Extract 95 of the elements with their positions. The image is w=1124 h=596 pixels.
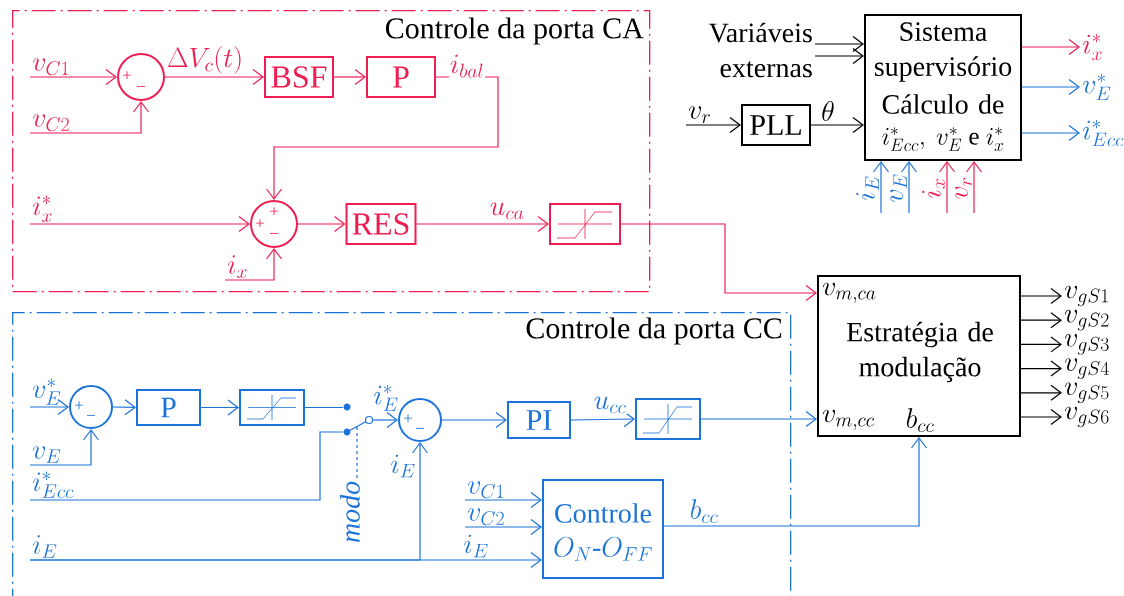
- arrow: [164, 68, 264, 86]
- block-box: PI: [507, 401, 571, 439]
- arrow: [814, 47, 864, 65]
- arrow: [1020, 360, 1062, 377]
- arrow: [29, 101, 150, 134]
- signal-label: Variáveis externas: [708, 22, 812, 78]
- edge-label: $\Delta V_c(t)$: [165, 45, 245, 75]
- edge-label: $\theta$: [820, 100, 836, 122]
- arrow: [965, 161, 983, 214]
- block-box: BSF: [264, 56, 334, 98]
- arrow: [297, 215, 346, 233]
- arrow: [1021, 124, 1080, 142]
- arrow: [464, 491, 542, 509]
- arrow: [810, 116, 864, 134]
- connector-line: [29, 431, 344, 501]
- signal-label: $i_x$: [922, 178, 945, 198]
- signal-label: $v_{gS3}$: [1064, 334, 1109, 355]
- arrow: [1020, 336, 1062, 353]
- signal-label: $v_E$: [32, 446, 61, 463]
- arrow: [200, 399, 239, 416]
- arrow: [938, 161, 956, 214]
- switch-drawing: [343, 403, 374, 481]
- arrow: [1021, 38, 1080, 56]
- arrow: [663, 437, 928, 527]
- arrow: [1021, 78, 1080, 96]
- signal-label: $v_{gS5}$: [1064, 382, 1109, 403]
- edge-label: $b_{cc}$: [688, 498, 720, 524]
- arrow: [1020, 312, 1062, 329]
- signal-label: $i_x^*$: [32, 195, 52, 222]
- block-box: P: [366, 56, 436, 98]
- signal-label: $v_r$: [688, 106, 710, 123]
- arrow: [224, 248, 283, 281]
- arrow: [1020, 384, 1062, 401]
- signal-label: $i_x^*$: [1082, 33, 1102, 61]
- port-label: $v_{m,ca}$: [822, 282, 876, 303]
- block-box: P: [136, 389, 201, 426]
- arrow: [29, 68, 117, 86]
- arrow: [1020, 408, 1062, 426]
- arrow: [685, 116, 741, 134]
- signal-label: $i_E$: [856, 176, 879, 200]
- block-box: RES: [345, 203, 417, 245]
- arrow: [333, 68, 366, 86]
- arrow: [441, 411, 507, 429]
- saturation-block: [635, 398, 701, 440]
- edge-label: $i_E$: [389, 453, 417, 479]
- summing-junction: + + −: [250, 200, 298, 248]
- summing-junction: + −: [69, 385, 113, 429]
- arrow: [1020, 287, 1062, 305]
- signal-label: $v_E$: [890, 174, 907, 202]
- arrow: [372, 411, 398, 429]
- signal-label: $v_{C1}$: [467, 481, 504, 499]
- connector-line: [304, 406, 344, 409]
- signal-label: $v_{gS4}$: [1064, 358, 1109, 379]
- edge-label: $i_E^*$: [372, 383, 400, 413]
- signal-label: $v_{gS6}$: [1064, 406, 1109, 428]
- mode-label: modo: [340, 481, 360, 543]
- arrow: [29, 429, 100, 466]
- arrow: [620, 223, 817, 302]
- summing-junction: + −: [117, 53, 165, 101]
- arrow: [900, 161, 918, 214]
- arrow: [29, 215, 250, 233]
- signal-label: $v_{gS2}$: [1064, 309, 1109, 331]
- edge-label: $i_{bal}$: [448, 53, 486, 79]
- edge-label: $u_{ca}$: [488, 201, 526, 221]
- signal-label: $v_{C2}$: [32, 114, 69, 132]
- summing-junction: + −: [398, 398, 442, 442]
- arrow: [464, 518, 542, 536]
- signal-label: $i_{Ecc}^*$: [1082, 119, 1124, 147]
- port-label: $b_{cc}$: [906, 408, 934, 432]
- saturation-block: [239, 389, 305, 426]
- block-box: PLL: [741, 104, 811, 146]
- signal-label: $v_E^*$: [32, 378, 61, 405]
- arrow: [29, 398, 69, 416]
- signal-label: $v_{C1}$: [32, 58, 69, 76]
- arrow: [700, 410, 817, 428]
- signal-label: $v_{gS1}$: [1064, 285, 1108, 307]
- signal-label: $v_E^*$: [1082, 73, 1111, 101]
- arrow: [814, 35, 864, 53]
- block-box: Sistema supervisório Cálculo de $i^*_{Ecc},\ v^*_E\ \mathrm{e}\ i^*_x$: [864, 14, 1022, 161]
- arrow: [415, 215, 549, 233]
- signal-label: $i_E$: [32, 535, 57, 558]
- signal-label: $v_{C2}$: [467, 508, 504, 526]
- edge-label: $u_{cc}$: [592, 395, 628, 415]
- signal-label: $i_{Ecc}^*$: [32, 471, 74, 498]
- arrow: [112, 399, 136, 416]
- arrow: [570, 411, 635, 428]
- block-box: Controle $O_N\mbox{-}O_{FF}$: [542, 479, 664, 579]
- arrow: [265, 76, 499, 200]
- saturation-block: [549, 203, 621, 245]
- arrow: [872, 161, 890, 214]
- edge-label: $i_E$: [462, 533, 490, 559]
- port-label: $v_{m,cc}$: [822, 409, 874, 430]
- signal-label: $i_x$: [227, 255, 247, 278]
- arrow: [29, 551, 542, 569]
- signal-label: $v_r$: [955, 177, 972, 199]
